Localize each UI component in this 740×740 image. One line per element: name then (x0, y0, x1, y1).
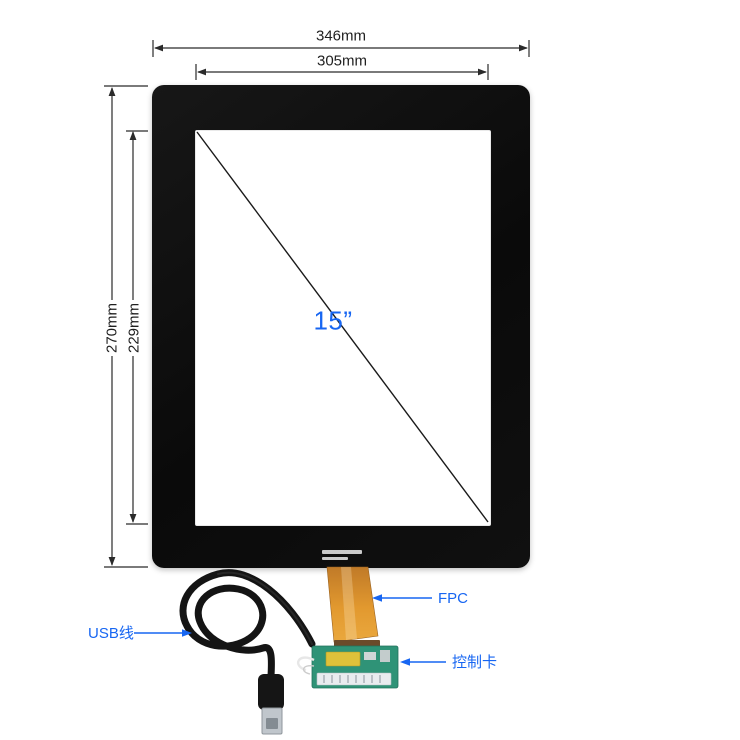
callout-arrows (134, 594, 446, 666)
inner-height-label: 229mm (125, 302, 143, 354)
usb-cable-label: USB线 (88, 625, 134, 642)
inner-width-label: 305mm (316, 52, 368, 70)
outer-height-label: 270mm (103, 302, 121, 354)
jumper-wire (303, 664, 315, 675)
dimension-inner-width (195, 64, 489, 80)
pcb-ic-chip (364, 652, 376, 660)
usb-cable (179, 569, 316, 680)
dimension-outer-width (152, 40, 530, 57)
fpc-label: FPC (438, 590, 468, 607)
dimension-outer-height (104, 85, 148, 568)
pcb-ic-chip (380, 650, 390, 662)
controller-board (296, 640, 399, 689)
controller-card-label: 控制卡 (452, 654, 498, 671)
dimension-inner-height (126, 130, 148, 525)
fpc-ribbon-cable (326, 566, 379, 643)
diagonal-line (196, 131, 489, 523)
usb-plug (258, 674, 284, 735)
pcb-component-yellow (325, 651, 361, 667)
panel-sticker (322, 550, 366, 564)
outer-width-label: 346mm (315, 27, 367, 45)
diagonal-size-label: 15” (313, 305, 353, 336)
